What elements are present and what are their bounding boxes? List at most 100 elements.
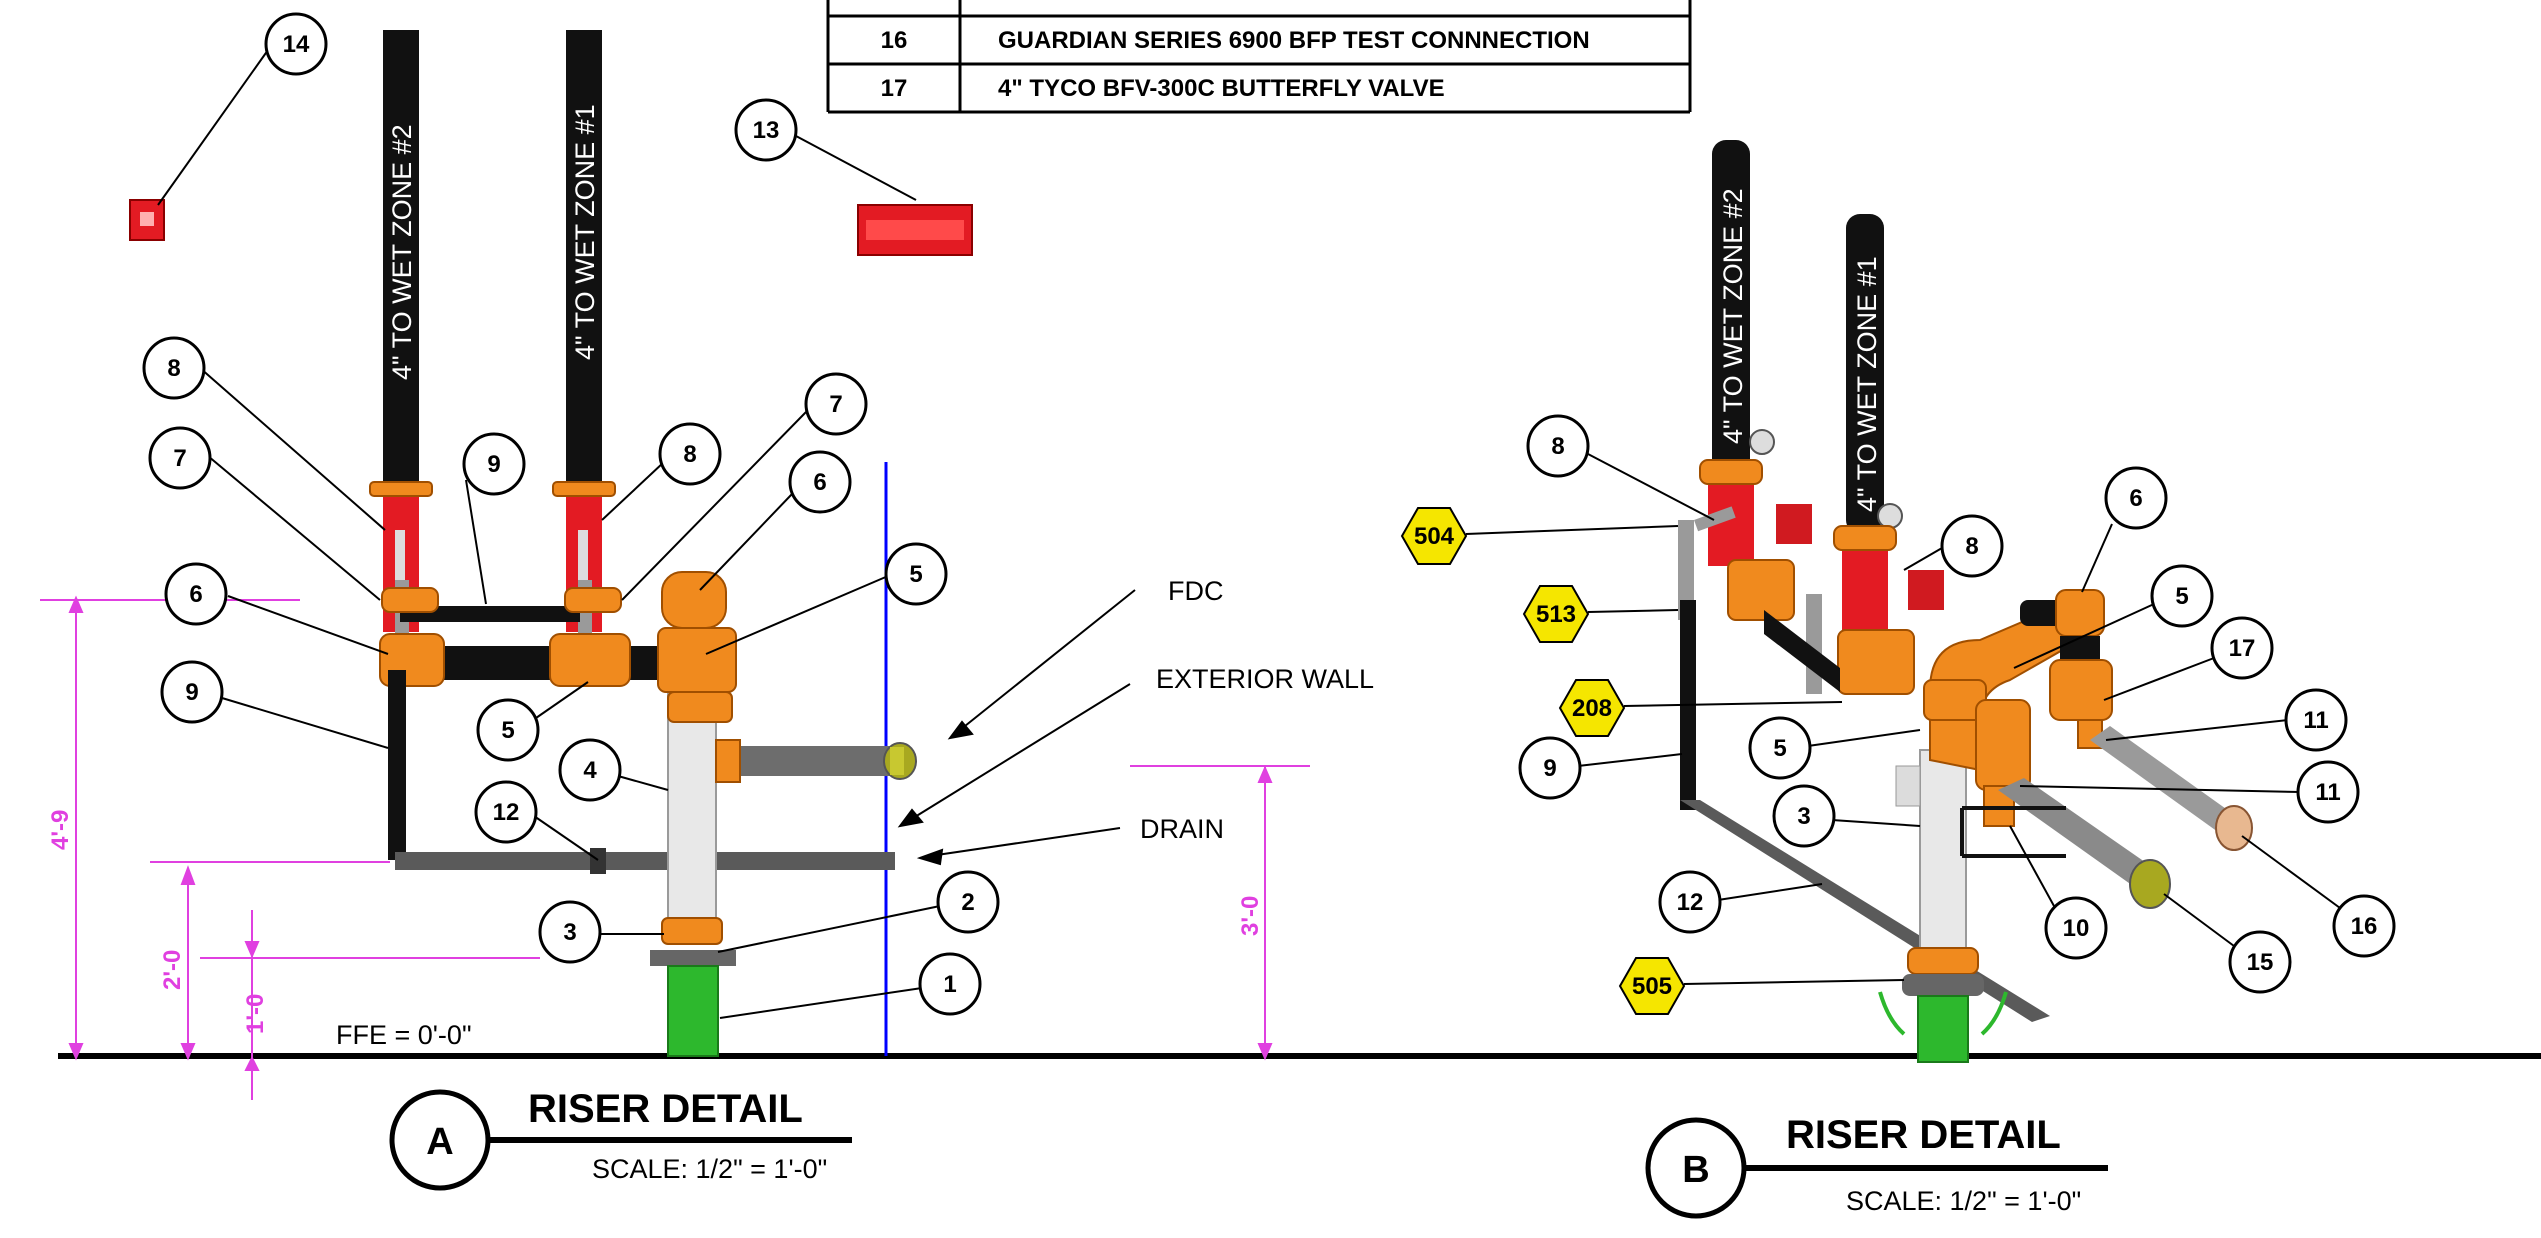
- svg-text:16: 16: [2351, 913, 2378, 940]
- hex-tags: 504 513 208 505: [1400, 507, 1905, 1015]
- pipe-label-zone-1: 4" TO WET ZONE #1: [1852, 256, 1882, 512]
- callout: 16: [2241, 835, 2396, 958]
- detail-title: RISER DETAIL: [1786, 1113, 2061, 1157]
- callout: 8: [1903, 514, 2004, 578]
- main-riser: [667, 689, 717, 921]
- svg-text:7: 7: [829, 391, 842, 418]
- pipe-to-zone-2: [383, 30, 419, 490]
- svg-text:13: 13: [753, 117, 780, 144]
- callout: 3: [538, 900, 664, 964]
- detail-letter: B: [1682, 1149, 1709, 1191]
- callout: 8: [601, 422, 722, 521]
- detail-letter: A: [426, 1121, 453, 1163]
- callout: 9: [1518, 736, 1683, 800]
- svg-text:3: 3: [1797, 803, 1810, 830]
- callout: 8: [1526, 414, 1715, 521]
- callout: 10: [2009, 825, 2108, 960]
- svg-text:4: 4: [583, 757, 597, 784]
- detail-scale: SCALE: 1/2" = 1'-0": [1846, 1186, 2081, 1216]
- callout: 7: [148, 426, 381, 601]
- callout: 5: [705, 542, 948, 655]
- svg-text:8: 8: [683, 441, 696, 468]
- detail-title-b: B RISER DETAIL SCALE: 1/2" = 1'-0": [1645, 1113, 2108, 1219]
- callout: 5: [2013, 564, 2214, 669]
- hex-tag: 513: [1522, 585, 1679, 643]
- callout: 11: [2019, 760, 2360, 824]
- svg-text:9: 9: [1543, 755, 1556, 782]
- detail-a: 4" TO WET ZONE #2 4" TO WET ZONE #1: [40, 12, 1374, 1191]
- svg-text:1: 1: [943, 971, 956, 998]
- svg-text:5: 5: [2175, 583, 2188, 610]
- svg-text:2: 2: [961, 889, 974, 916]
- dimension-label: 3'-0: [1237, 896, 1264, 936]
- riser-base: [667, 965, 719, 1057]
- svg-text:17: 17: [2229, 635, 2256, 662]
- callout: 12: [1658, 870, 1823, 934]
- main-riser: [1919, 749, 1967, 951]
- callout: 14: [157, 12, 328, 206]
- svg-text:11: 11: [2315, 779, 2340, 806]
- detail-b: 4" TO WET ZONE #2 4" TO WET ZONE #1: [1400, 140, 2396, 1219]
- callout: 1: [719, 952, 982, 1019]
- fdc-label: FDC: [1168, 576, 1224, 606]
- callout: 9: [160, 660, 389, 749]
- legend-row-num: 17: [881, 75, 908, 102]
- svg-text:504: 504: [1414, 523, 1455, 550]
- svg-text:208: 208: [1572, 695, 1612, 722]
- svg-text:9: 9: [185, 679, 198, 706]
- pipe-to-zone-1: [1846, 214, 1884, 534]
- svg-text:6: 6: [2129, 485, 2142, 512]
- legend-row-num: 16: [881, 27, 908, 54]
- exterior-wall-label: EXTERIOR WALL: [1156, 664, 1374, 694]
- detail-title-a: A RISER DETAIL SCALE: 1/2" = 1'-0": [389, 1087, 852, 1191]
- riser-base: [1917, 995, 1969, 1063]
- svg-text:5: 5: [909, 561, 922, 588]
- dimension-label: 1'-0: [242, 994, 269, 1034]
- legend-row-desc: 4" TYCO BFV-300C BUTTERFLY VALVE: [998, 75, 1445, 102]
- callouts-detail-b: 8 8 6 5 17: [1518, 414, 2396, 994]
- svg-text:7: 7: [173, 445, 186, 472]
- pipe-label-zone-2: 4" TO WET ZONE #2: [1718, 188, 1748, 444]
- pipe-to-zone-2: [1712, 140, 1750, 480]
- callout: 12: [474, 780, 599, 861]
- pipe-label-zone-1: 4" TO WET ZONE #1: [570, 104, 600, 360]
- drain-label: DRAIN: [1140, 814, 1224, 844]
- svg-text:9: 9: [487, 451, 500, 478]
- callout: 4: [558, 738, 669, 802]
- svg-text:12: 12: [493, 799, 520, 826]
- svg-text:513: 513: [1536, 601, 1576, 628]
- svg-text:6: 6: [813, 469, 826, 496]
- hex-tag: 505: [1618, 957, 1905, 1015]
- callout: 7: [621, 372, 868, 601]
- dimension-lines: [40, 595, 1310, 1100]
- callout: 17: [2103, 616, 2274, 701]
- pipe-label-zone-2: 4" TO WET ZONE #2: [387, 124, 417, 380]
- pipe-to-zone-1: [566, 30, 602, 490]
- callout: 15: [2163, 893, 2292, 994]
- dimension-label: 2'-0: [159, 950, 186, 990]
- hex-tag: 504: [1400, 507, 1679, 565]
- callout: 11: [2105, 688, 2348, 752]
- svg-text:505: 505: [1632, 973, 1672, 1000]
- svg-text:8: 8: [167, 355, 180, 382]
- alarm-panel-icon: [857, 204, 973, 256]
- callout: 9: [462, 432, 526, 605]
- callout: 5: [476, 681, 589, 762]
- ffe-label: FFE = 0'-0": [336, 1020, 472, 1050]
- callout: 13: [734, 98, 917, 201]
- svg-text:6: 6: [189, 581, 202, 608]
- callout: 6: [2081, 466, 2168, 593]
- svg-text:11: 11: [2303, 707, 2328, 734]
- svg-text:3: 3: [563, 919, 576, 946]
- detail-scale: SCALE: 1/2" = 1'-0": [592, 1154, 827, 1184]
- svg-text:10: 10: [2063, 915, 2090, 942]
- callout: 6: [164, 562, 389, 655]
- svg-text:5: 5: [1773, 735, 1786, 762]
- callout: 6: [699, 450, 852, 591]
- svg-text:8: 8: [1551, 433, 1564, 460]
- detail-title: RISER DETAIL: [528, 1087, 803, 1131]
- callout: 2: [717, 870, 1000, 953]
- callouts-detail-a: 14 13 8 7 9: [142, 12, 1000, 1019]
- callout: 3: [1772, 784, 1921, 848]
